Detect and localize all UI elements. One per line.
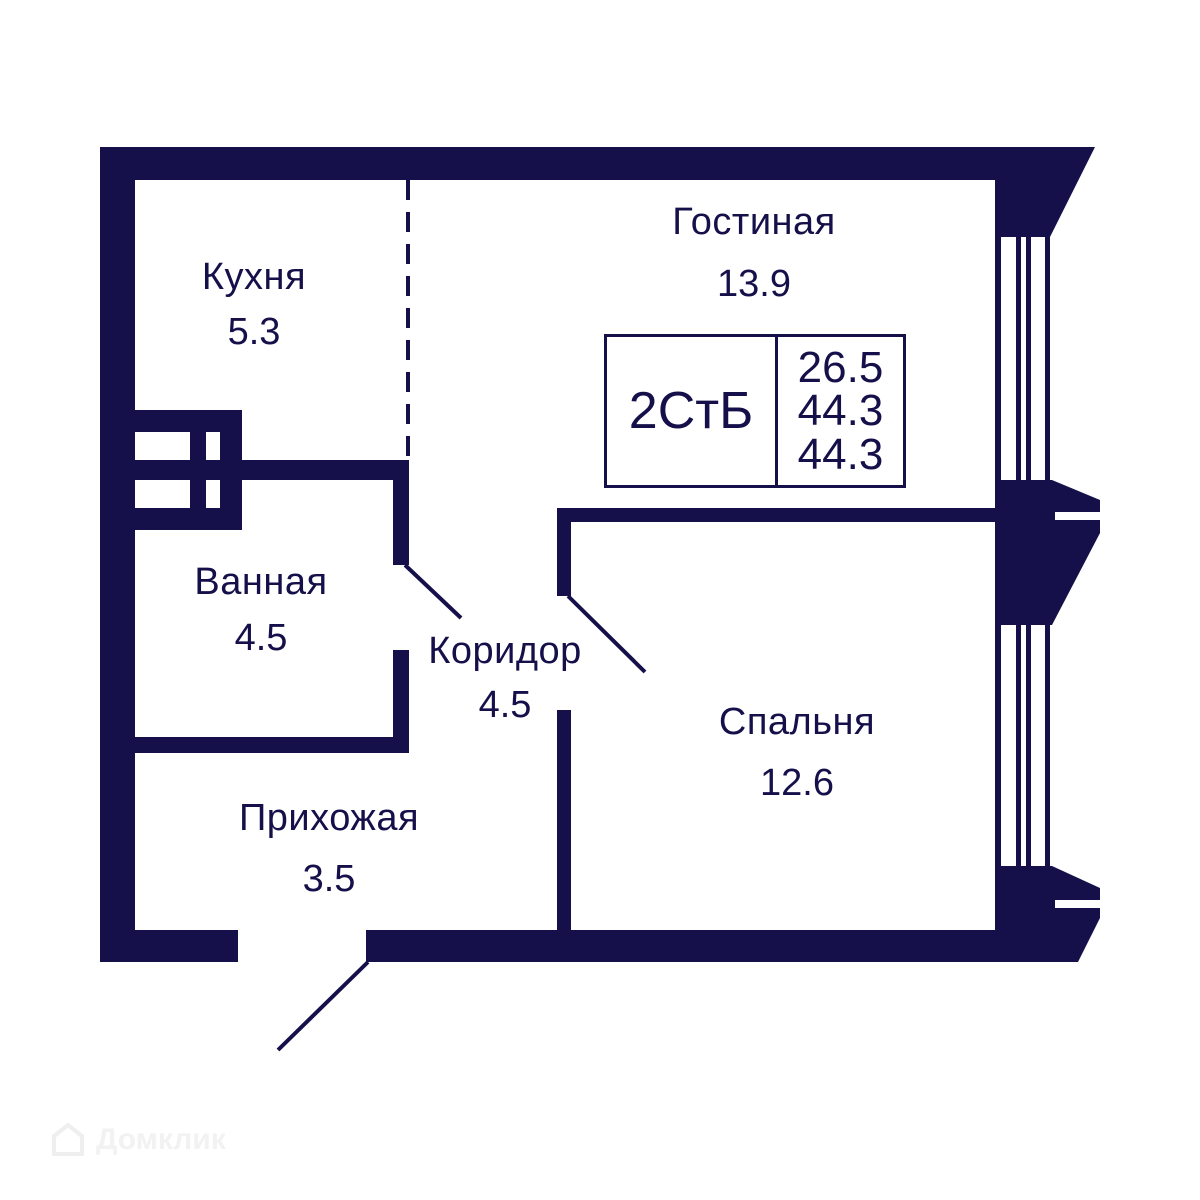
total-area-with-balcony-value: 44.3: [797, 429, 884, 479]
watermark: Домклик: [48, 1120, 226, 1160]
total-area-value: 44.3: [797, 386, 884, 436]
apartment-info-box: 2СтБ 26.5 44.3 44.3: [604, 334, 906, 488]
room-name-hallway: Прихожая: [238, 797, 420, 839]
room-name-bathroom: Ванная: [194, 561, 328, 603]
apartment-type-code: 2СтБ: [607, 337, 778, 485]
room-name-bedroom: Спальня: [718, 701, 876, 743]
walls: [100, 147, 1100, 962]
room-area-bedroom: 12.6: [760, 762, 834, 804]
door-swings: [276, 563, 647, 1052]
domclick-house-icon: [52, 1122, 84, 1156]
room-area-hallway: 3.5: [302, 858, 356, 900]
room-area-living: 13.9: [717, 263, 791, 305]
room-name-corridor: Коридор: [428, 630, 582, 672]
living-area-value: 26.5: [797, 343, 884, 393]
room-area-bathroom: 4.5: [234, 617, 288, 659]
room-name-kitchen: Кухня: [201, 256, 307, 298]
apartment-area-values: 26.5 44.3 44.3: [778, 337, 903, 485]
room-name-living: Гостиная: [672, 201, 836, 243]
room-area-corridor: 4.5: [478, 684, 532, 726]
watermark-text: Домклик: [96, 1123, 226, 1156]
room-area-kitchen: 5.3: [227, 311, 281, 353]
